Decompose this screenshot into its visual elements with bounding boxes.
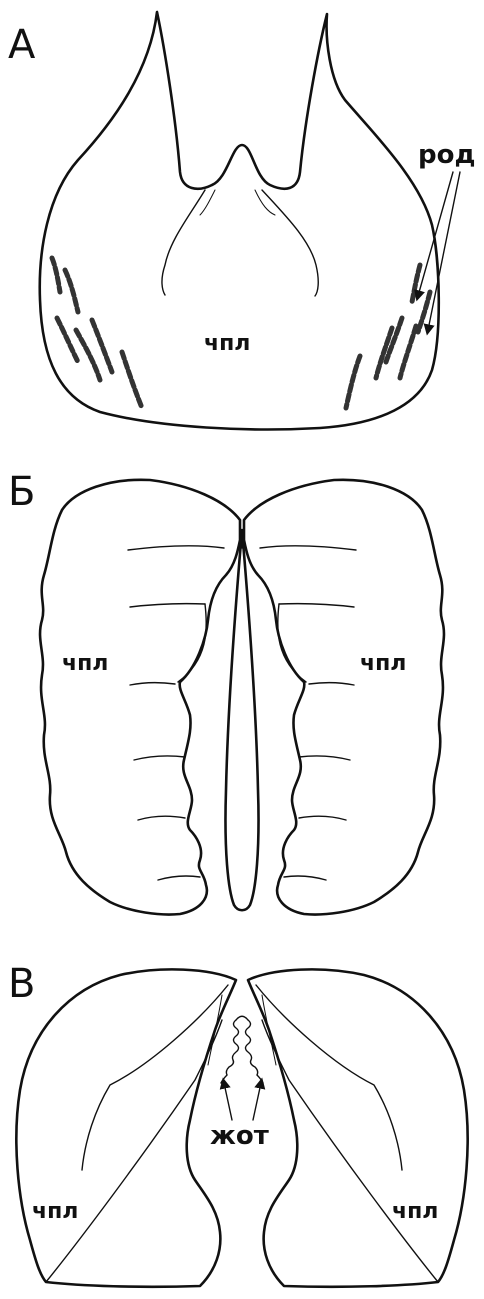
panel-b-right-label: чпл — [360, 651, 406, 676]
panel-c-letter: В — [8, 961, 35, 1007]
panel-c-left-inner — [82, 985, 228, 1170]
panel-c-center-label: жот — [210, 1121, 269, 1151]
panel-c-right-half — [248, 969, 468, 1286]
panel-c-left-half — [16, 969, 236, 1286]
panel-c-arrow-right — [253, 1083, 261, 1120]
panel-c-right-diagonal — [262, 1020, 438, 1282]
panel-c-left-label: чпл — [32, 1199, 78, 1224]
panel-c-right-inner — [256, 985, 402, 1170]
panel-b-left-segments — [128, 546, 224, 880]
panel-a-right-marks — [346, 265, 430, 408]
panel-b-left-label: чпл — [62, 651, 108, 676]
panel-b-right-lobe — [244, 480, 444, 915]
panel-a-arrow-label: род — [418, 140, 475, 170]
panel-b-left-lobe — [40, 480, 240, 915]
panel-a-inner-left — [162, 190, 205, 295]
panel-c-left-diagonal — [46, 1020, 222, 1282]
panel-c-wavy-top — [236, 1016, 248, 1020]
panel-b: Б чпл чпл — [8, 469, 444, 915]
panel-c-wavy-right — [246, 1020, 264, 1083]
panel-b-right-segments — [260, 546, 356, 880]
panel-b-center-leaf — [225, 530, 258, 910]
panel-a-letter: А — [8, 22, 36, 68]
panel-a-center-label: чпл — [204, 331, 250, 356]
panel-a-inner-right — [262, 190, 318, 296]
panel-a-left-marks — [52, 258, 142, 408]
panel-c: В жот чпл чпл — [8, 961, 468, 1287]
panel-c-arrow-left — [224, 1083, 232, 1120]
panel-c-right-label: чпл — [392, 1199, 438, 1224]
panel-c-wavy-left — [221, 1020, 239, 1083]
panel-a-arrow-2 — [428, 172, 460, 330]
panel-b-letter: Б — [8, 469, 35, 515]
panel-a: А чпл род — [8, 12, 475, 429]
